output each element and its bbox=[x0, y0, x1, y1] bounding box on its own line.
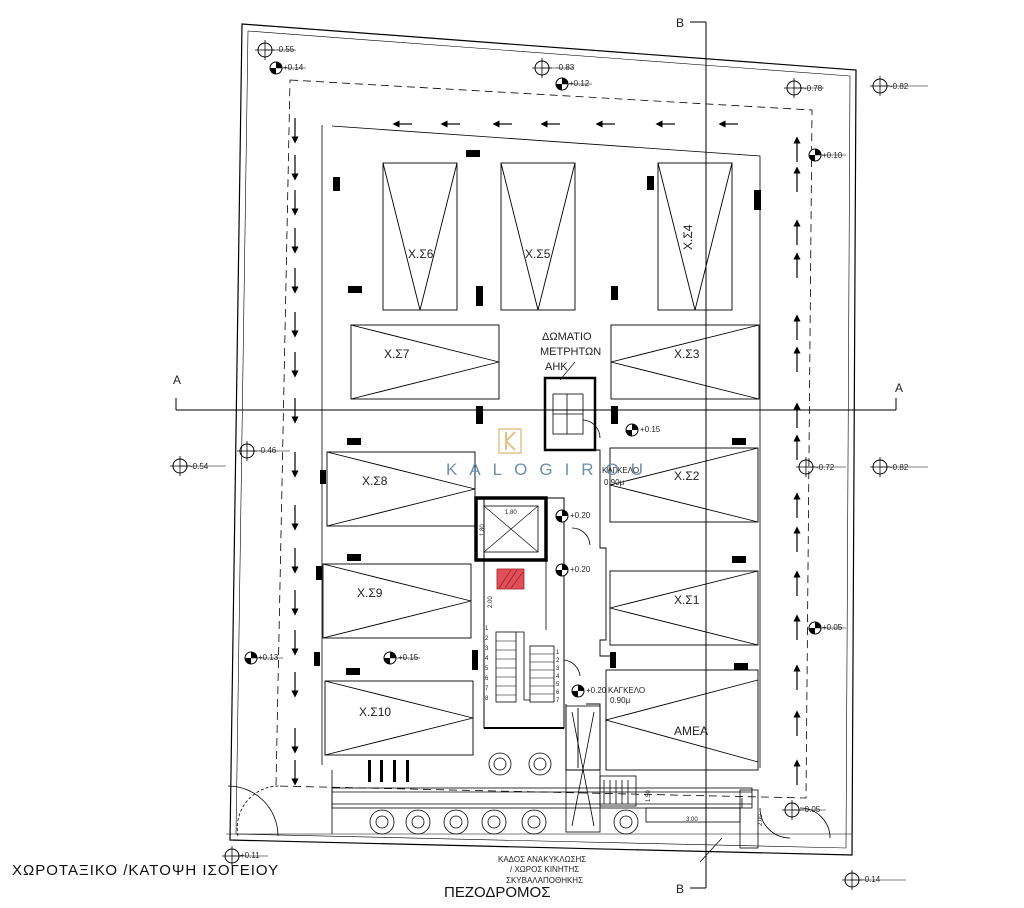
svg-text:-0.14: -0.14 bbox=[862, 875, 881, 884]
svg-text:+0.13: +0.13 bbox=[258, 653, 279, 662]
driveway-outline bbox=[331, 125, 761, 768]
traffic-arrows bbox=[291, 118, 801, 786]
street-label: ΠΕΖΟΔΡΟΜΟΣ bbox=[444, 884, 551, 901]
svg-text:-0.82: -0.82 bbox=[890, 463, 909, 472]
ramp-width-dim: 2.00 bbox=[758, 814, 764, 826]
meter-room-label-3: ΑΗΚ bbox=[545, 361, 568, 373]
fire-equipment-box bbox=[496, 568, 525, 590]
plot-boundary bbox=[229, 23, 857, 856]
svg-text:-0.05: -0.05 bbox=[802, 805, 821, 814]
svg-text:6: 6 bbox=[485, 676, 489, 682]
svg-text:+0.20: +0.20 bbox=[586, 686, 607, 695]
parking-space-4 bbox=[657, 162, 733, 311]
planters bbox=[369, 752, 639, 835]
gate-2-label: ΚΑΓΚΕΛΟ bbox=[608, 686, 645, 695]
svg-text:-0.82: -0.82 bbox=[890, 82, 909, 91]
section-b-top: B bbox=[676, 16, 684, 30]
corridor-walls bbox=[565, 449, 610, 771]
stair-step-numbers: 1 2 3 4 5 6 7 8 1 2 3 4 5 6 7 bbox=[485, 626, 560, 704]
svg-text:+0.05: +0.05 bbox=[822, 623, 843, 632]
parking-label-5: Χ.Σ5 bbox=[525, 247, 551, 261]
svg-text:+0.15: +0.15 bbox=[640, 425, 661, 434]
lift-width-dim: 1.80 bbox=[505, 510, 517, 516]
parking-label-3: Χ.Σ3 bbox=[674, 347, 700, 361]
parking-label-7: Χ.Σ7 bbox=[384, 347, 410, 361]
watermark-text: KALOGIROU bbox=[446, 460, 656, 479]
svg-text:+0.12: +0.12 bbox=[569, 79, 590, 88]
kalogirou-logo-icon bbox=[498, 428, 522, 454]
parking-space-5 bbox=[500, 162, 576, 311]
svg-text:1: 1 bbox=[556, 650, 560, 656]
svg-text:2: 2 bbox=[485, 636, 489, 642]
parking-space-9 bbox=[322, 563, 472, 639]
front-walls-and-ramp bbox=[226, 705, 852, 863]
gate-2-size: 0.90μ bbox=[610, 696, 631, 705]
svg-text:-0.78: -0.78 bbox=[804, 84, 823, 93]
parking-label-10: Χ.Σ10 bbox=[359, 705, 391, 719]
parking-space-6 bbox=[382, 162, 458, 311]
svg-text:5: 5 bbox=[485, 666, 489, 672]
ramp-length-dim: 3.00 bbox=[686, 817, 698, 823]
svg-text:5: 5 bbox=[556, 682, 560, 688]
meter-room-label-1: ΔΩΜΑΤΙΟ bbox=[542, 331, 592, 343]
bicycle-rack bbox=[368, 760, 409, 782]
parking-label-2: Χ.Σ2 bbox=[674, 469, 700, 483]
level-markers: -0.55 +0.14 -0.83 +0.12 -0.78 -0.82 +0.1… bbox=[169, 39, 928, 891]
svg-text:8: 8 bbox=[485, 696, 489, 702]
recycling-label-1: ΚΑΔΟΣ ΑΝΑΚΥΚΛΩΣΗΣ bbox=[498, 855, 586, 864]
lift-height-dim: 1.80 bbox=[480, 524, 486, 536]
svg-text:7: 7 bbox=[485, 686, 489, 692]
svg-text:-0.46: -0.46 bbox=[258, 446, 277, 455]
parking-space-8 bbox=[326, 451, 476, 527]
meter-room bbox=[543, 361, 601, 452]
parking-label-4: Χ.Σ4 bbox=[681, 224, 695, 250]
section-line-aa bbox=[175, 398, 897, 411]
structural-columns bbox=[314, 150, 761, 675]
svg-text:-0.55: -0.55 bbox=[276, 45, 295, 54]
section-a-right: A bbox=[895, 381, 903, 395]
setback-line bbox=[275, 79, 813, 799]
recycling-label-3: ΣΚΥΒΑΛΑΠΟΘΗΚΗΣ bbox=[506, 876, 583, 885]
svg-text:+0.14: +0.14 bbox=[283, 63, 304, 72]
svg-text:6: 6 bbox=[556, 690, 560, 696]
svg-text:3: 3 bbox=[485, 646, 489, 652]
parking-space-accessible bbox=[604, 669, 759, 771]
svg-text:4: 4 bbox=[485, 656, 489, 662]
svg-text:7: 7 bbox=[556, 698, 560, 704]
svg-text:+0.10: +0.10 bbox=[822, 151, 843, 160]
svg-text:-0.83: -0.83 bbox=[556, 63, 575, 72]
svg-text:-0.54: -0.54 bbox=[190, 462, 209, 471]
parking-space-2 bbox=[609, 447, 759, 523]
svg-text:-0.72: -0.72 bbox=[816, 463, 835, 472]
recycling-label-2: / ΧΩΡΟΣ ΚΙΝΗΤΗΣ bbox=[510, 865, 579, 874]
parking-label-1: Χ.Σ1 bbox=[674, 593, 700, 607]
svg-text:4: 4 bbox=[556, 674, 560, 680]
gate-1-label: ΚΑΓΚΕΛΟ bbox=[602, 466, 639, 475]
drawing-title: ΧΩΡΟΤΑΞΙΚΟ /ΚΑΤΟΨΗ ΙΣΟΓΕΙΟΥ bbox=[12, 862, 280, 879]
lift-and-stair-core bbox=[474, 496, 591, 729]
parking-label-accessible: ΑΜΕΑ bbox=[674, 724, 708, 738]
parking-space-3 bbox=[610, 324, 760, 400]
meter-room-label-2: ΜΕΤΡΗΤΩΝ bbox=[540, 346, 601, 358]
svg-text:+0.15: +0.15 bbox=[398, 653, 419, 662]
parking-label-8: Χ.Σ8 bbox=[362, 474, 388, 488]
gate-1-size: 0.90μ bbox=[604, 478, 625, 487]
parking-label-9: Χ.Σ9 bbox=[357, 586, 383, 600]
ramp-height-dim: 1.50 bbox=[646, 790, 652, 802]
svg-text:3: 3 bbox=[556, 666, 560, 672]
svg-text:2: 2 bbox=[556, 658, 560, 664]
stair-width-dim: 2.00 bbox=[488, 596, 494, 608]
section-line-bb bbox=[690, 21, 707, 889]
svg-text:1: 1 bbox=[485, 626, 489, 632]
svg-text:+0.11: +0.11 bbox=[240, 851, 260, 860]
svg-text:+0.20: +0.20 bbox=[570, 511, 591, 520]
parking-label-6: Χ.Σ6 bbox=[408, 247, 434, 261]
parking-space-7 bbox=[350, 324, 500, 400]
svg-text:+0.20: +0.20 bbox=[570, 565, 591, 574]
parking-space-10 bbox=[324, 680, 474, 756]
section-b-bottom: B bbox=[676, 882, 684, 896]
section-a-left: A bbox=[173, 373, 181, 387]
parking-space-1 bbox=[609, 570, 759, 646]
